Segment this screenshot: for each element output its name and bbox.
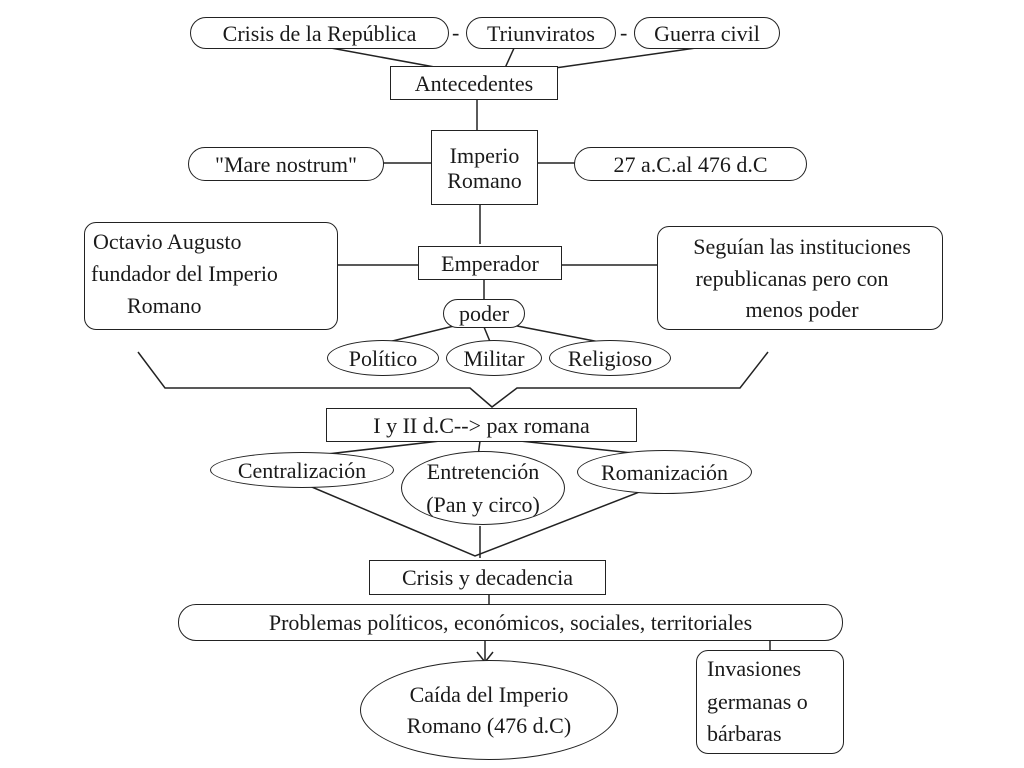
instituciones-node: Seguían las instituciones republicanas p… bbox=[657, 226, 943, 330]
problemas-node: Problemas políticos, económicos, sociale… bbox=[178, 604, 843, 641]
imperio-label-line2: Romano bbox=[447, 167, 522, 193]
separator-dash: - bbox=[620, 20, 628, 45]
guerra-civil-label: Guerra civil bbox=[654, 20, 760, 46]
mare-nostrum-node: "Mare nostrum" bbox=[188, 147, 384, 181]
poder-label: poder bbox=[458, 301, 510, 326]
crisis-decadencia-node: Crisis y decadencia bbox=[369, 560, 606, 595]
caida-label-line2: Romano (476 d.C) bbox=[406, 713, 572, 738]
antecedentes-label: Antecedentes bbox=[414, 70, 534, 96]
imperio-romano-node: Imperio Romano bbox=[431, 130, 538, 205]
fechas-node: 27 a.C.al 476 d.C bbox=[574, 147, 807, 181]
octavio-augusto-node: Octavio Augusto fundador del Imperio Rom… bbox=[84, 222, 338, 330]
centralizacion-node: Centralización bbox=[210, 452, 394, 488]
octavio-label-line3: Romano bbox=[127, 293, 202, 318]
religioso-label: Religioso bbox=[567, 345, 653, 371]
mare-nostrum-label: "Mare nostrum" bbox=[215, 151, 357, 177]
triunviratos-label: Triunviratos bbox=[487, 20, 595, 46]
guerra-civil-node: Guerra civil bbox=[634, 17, 780, 49]
emperador-label: Emperador bbox=[441, 250, 539, 276]
octavio-label-line2: fundador del Imperio bbox=[91, 261, 278, 286]
brace-connector bbox=[137, 351, 769, 408]
caida-imperio-node: Caída del Imperio Romano (476 d.C) bbox=[360, 660, 618, 760]
pax-romana-node: I y II d.C--> pax romana bbox=[326, 408, 637, 442]
invasiones-label-line2: germanas o bbox=[707, 689, 808, 714]
romanizacion-node: Romanización bbox=[577, 450, 752, 494]
centralizacion-label: Centralización bbox=[237, 457, 367, 483]
fechas-label: 27 a.C.al 476 d.C bbox=[613, 151, 768, 177]
caida-label-line1: Caída del Imperio bbox=[409, 682, 569, 707]
politico-node: Político bbox=[327, 340, 439, 376]
militar-label: Militar bbox=[463, 345, 525, 371]
separator-dash: - bbox=[452, 20, 460, 45]
crisis-decadencia-label: Crisis y decadencia bbox=[401, 565, 574, 590]
poder-node: poder bbox=[443, 299, 525, 328]
instituciones-label-line3: menos poder bbox=[745, 297, 859, 322]
triunviratos-node: Triunviratos bbox=[466, 17, 616, 49]
entretencion-node: Entretención (Pan y circo) bbox=[401, 451, 565, 525]
invasiones-label-line3: bárbaras bbox=[707, 721, 782, 746]
connector-line bbox=[554, 45, 711, 69]
entretencion-label-line1: Entretención bbox=[426, 459, 540, 484]
funnel-connector bbox=[299, 481, 666, 557]
invasiones-node: Invasiones germanas o bárbaras bbox=[696, 650, 844, 754]
imperio-label-line1: Imperio bbox=[449, 142, 520, 168]
invasiones-label-line1: Invasiones bbox=[707, 656, 802, 681]
pax-romana-label: I y II d.C--> pax romana bbox=[373, 412, 590, 438]
crisis-republica-node: Crisis de la República bbox=[190, 17, 449, 49]
instituciones-label-line1: Seguían las instituciones bbox=[693, 234, 911, 259]
problemas-label: Problemas políticos, económicos, sociale… bbox=[268, 610, 753, 635]
entretencion-label-line2: (Pan y circo) bbox=[426, 492, 540, 517]
instituciones-label-line2: republicanas pero con bbox=[695, 266, 889, 291]
romanizacion-label: Romanización bbox=[600, 459, 729, 485]
religioso-node: Religioso bbox=[549, 340, 671, 376]
politico-label: Político bbox=[348, 345, 418, 371]
emperador-node: Emperador bbox=[418, 246, 562, 280]
crisis-republica-label: Crisis de la República bbox=[222, 20, 417, 46]
militar-node: Militar bbox=[446, 340, 542, 376]
connector-line bbox=[504, 45, 516, 69]
connector-line bbox=[319, 45, 441, 69]
antecedentes-node: Antecedentes bbox=[390, 66, 558, 100]
octavio-label-line1: Octavio Augusto bbox=[93, 229, 242, 254]
